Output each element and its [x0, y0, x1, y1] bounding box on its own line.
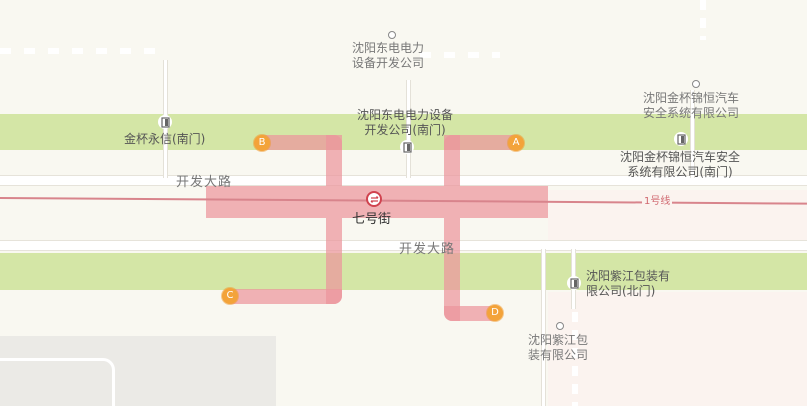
exit-marker-a[interactable]: A: [508, 135, 524, 151]
exit-passage-b: [326, 135, 342, 186]
area-zone: [548, 292, 807, 406]
poi-zijiang-company[interactable]: 沈阳紫江包 装有限公司: [528, 333, 588, 363]
poi-dot-icon[interactable]: [556, 322, 564, 330]
exit-passage-c: [326, 218, 342, 304]
exit-passage-a: [444, 135, 460, 186]
road-label-south: 开发大路: [399, 242, 456, 257]
gate-icon[interactable]: [567, 276, 581, 290]
road-kaifa-north: [0, 175, 807, 186]
poi-label-line: 沈阳东电电力: [352, 41, 425, 55]
poi-jinbei-jinheng-company[interactable]: 沈阳金杯锦恒汽车 安全系统有限公司: [643, 91, 739, 121]
metro-station-icon[interactable]: [366, 191, 382, 207]
poi-dongdian-company[interactable]: 沈阳东电电力 设备开发公司: [352, 41, 424, 71]
dashed-path: [572, 312, 578, 406]
poi-label-line: 设备开发公司: [352, 56, 425, 70]
green-belt-south: [0, 253, 807, 290]
exit-passage-c: [230, 289, 342, 304]
metro-line-label: 1号线: [642, 196, 673, 208]
station-name[interactable]: 七号街: [352, 212, 392, 227]
exit-marker-c[interactable]: C: [222, 288, 238, 304]
poi-label-line: 沈阳紫江包装有: [586, 269, 671, 283]
poi-label-line: 安全系统有限公司: [643, 106, 740, 120]
road-kaifa-south: [0, 240, 807, 251]
exit-marker-d[interactable]: D: [487, 305, 503, 321]
poi-dot-icon[interactable]: [692, 80, 700, 88]
poi-label-line: 系统有限公司(南门): [627, 165, 733, 179]
poi-dot-icon[interactable]: [388, 31, 396, 39]
lane-dongdian: [406, 80, 411, 178]
parking-road: [0, 358, 115, 406]
poi-jinbei-yongxin-south-gate[interactable]: 金杯永信(南门): [124, 132, 206, 146]
area-zone: [548, 190, 807, 242]
poi-label-line: 沈阳紫江包: [528, 333, 589, 347]
exit-passage-b: [262, 135, 342, 150]
poi-label-line: 装有限公司: [528, 348, 589, 362]
poi-label-line: 沈阳金杯锦恒汽车安全: [620, 150, 741, 164]
dashed-path: [0, 48, 162, 54]
poi-label-line: 沈阳东电电力设备: [357, 108, 454, 122]
building-block: [0, 336, 276, 406]
poi-dongdian-south-gate[interactable]: 沈阳东电电力设备 开发公司(南门): [357, 108, 453, 138]
poi-label-line: 沈阳金杯锦恒汽车: [643, 91, 740, 105]
gate-icon[interactable]: [674, 132, 688, 146]
poi-zijiang-north-gate[interactable]: 沈阳紫江包装有 限公司(北门): [586, 269, 670, 299]
poi-jinbei-jinheng-south-gate[interactable]: 沈阳金杯锦恒汽车安全 系统有限公司(南门): [620, 150, 740, 180]
poi-label-line: 限公司(北门): [586, 284, 656, 298]
exit-marker-b[interactable]: B: [254, 135, 270, 151]
gate-icon[interactable]: [400, 140, 414, 154]
dashed-path: [700, 0, 706, 40]
dashed-path: [420, 52, 500, 58]
exit-passage-a: [444, 135, 516, 150]
poi-label-line: 开发公司(南门): [364, 123, 446, 137]
lane-zijiang-1: [541, 249, 546, 406]
road-label-north: 开发大路: [176, 175, 233, 190]
exit-passage-d: [444, 306, 496, 321]
exit-passage-d: [444, 218, 460, 321]
lane-jinheng: [690, 90, 695, 178]
gate-icon[interactable]: [158, 115, 172, 129]
